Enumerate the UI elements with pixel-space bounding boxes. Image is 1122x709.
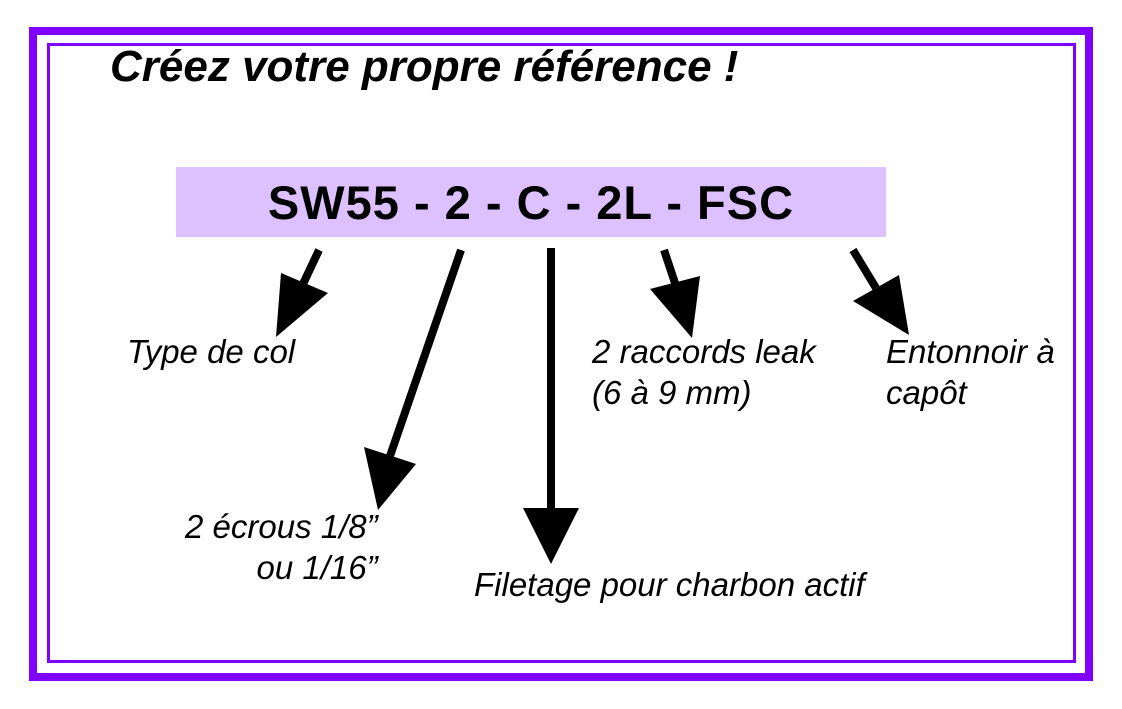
inner-frame	[47, 43, 1076, 663]
arrow-funnel	[849, 247, 909, 335]
label-funnel: Entonnoir à capôt	[886, 331, 1055, 413]
label-nuts-line2: ou 1/16”	[256, 549, 378, 586]
arrow-neck-type	[276, 248, 328, 337]
label-funnel-line1: Entonnoir à	[886, 333, 1055, 370]
arrow-nuts	[364, 248, 465, 510]
label-nuts-line1: 2 écrous 1/8”	[185, 508, 378, 545]
label-neck-type-text: Type de col	[127, 333, 296, 370]
arrow-leak	[650, 248, 700, 338]
label-leak: 2 raccords leak (6 à 9 mm)	[592, 331, 816, 413]
label-funnel-line2: capôt	[886, 374, 967, 411]
label-leak-line2: (6 à 9 mm)	[592, 374, 752, 411]
label-neck-type: Type de col	[127, 331, 295, 372]
reference-code: SW55 - 2 - C - 2L - FSC	[267, 175, 795, 229]
arrow-thread	[523, 248, 579, 564]
label-thread: Filetage pour charbon actif	[474, 564, 865, 605]
page-title: Créez votre propre référence !	[110, 42, 739, 91]
reference-code-box: SW55 - 2 - C - 2L - FSC	[176, 167, 886, 237]
label-nuts: 2 écrous 1/8” ou 1/16”	[185, 506, 378, 588]
label-leak-line1: 2 raccords leak	[592, 333, 816, 370]
outer-frame	[29, 27, 1093, 681]
label-thread-text: Filetage pour charbon actif	[474, 566, 865, 603]
